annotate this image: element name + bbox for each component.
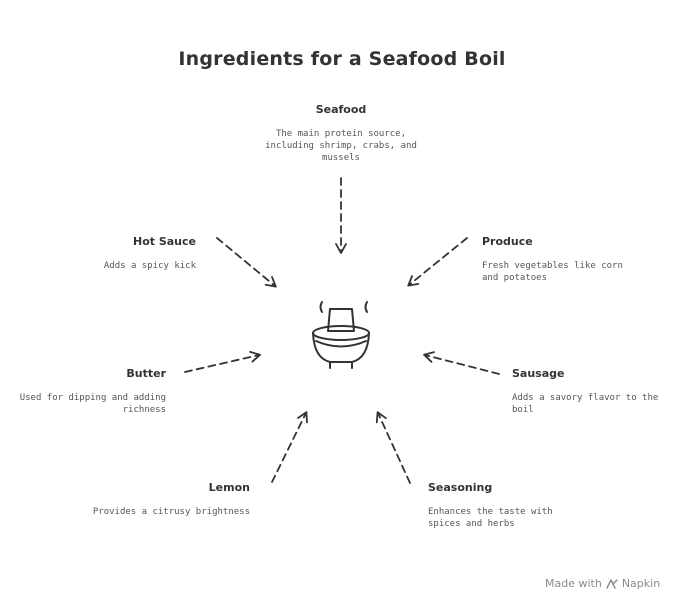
node-lemon-desc: Provides a citrusy brightness	[92, 507, 250, 517]
node-produce-desc: Fresh vegetables like corn and potatoes	[482, 261, 623, 283]
arrow-lemon	[271, 411, 308, 483]
arrow-produce	[407, 237, 468, 287]
arrow-sausage	[423, 351, 500, 375]
node-hot-sauce-title: Hot Sauce	[132, 235, 196, 248]
node-seafood-title: Seafood	[315, 103, 367, 116]
node-butter-desc: Used for dipping and adding richness	[19, 393, 166, 415]
node-lemon-title: Lemon	[208, 481, 250, 494]
arrow-butter	[184, 351, 261, 373]
footer-brand-label: Napkin	[621, 577, 661, 590]
napkin-logo-icon	[606, 578, 618, 590]
node-sausage-desc: Adds a savory flavor to the boil	[512, 393, 659, 415]
node-seasoning-desc: Enhances the taste with spices and herbs	[428, 507, 553, 529]
node-seafood-desc: The main protein source, including shrim…	[265, 129, 417, 163]
seafood-boil-pot-icon	[312, 301, 370, 369]
node-hot-sauce-desc: Adds a spicy kick	[103, 261, 196, 271]
footer-made-with-napkin: Made with Napkin	[545, 577, 660, 590]
diagram-title: Ingredients for a Seafood Boil	[178, 48, 506, 70]
node-sausage-title: Sausage	[512, 367, 565, 380]
node-produce-title: Produce	[482, 235, 533, 248]
node-seasoning-title: Seasoning	[428, 481, 493, 494]
arrow-hot-sauce	[216, 237, 277, 288]
node-butter-title: Butter	[126, 367, 166, 380]
arrow-seasoning	[375, 411, 411, 484]
footer-made-with-label: Made with	[545, 577, 602, 590]
